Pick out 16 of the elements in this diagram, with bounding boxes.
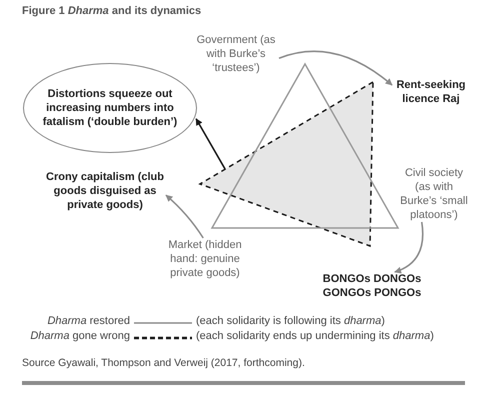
ellipse-callout: Distortions squeeze out increasing numbers into fatalism (‘double burden’)	[23, 63, 197, 153]
vertex-label: Market (hidden hand: genuine private goods)	[160, 238, 250, 280]
distortion-label: Rent-seeking licence Raj	[392, 78, 470, 106]
arrow	[195, 118, 226, 170]
arrow	[278, 50, 393, 86]
distortion-label: BONGOs DONGOs GONGOs PONGOs	[312, 272, 432, 300]
arrow	[165, 194, 204, 238]
distortion-label: Crony capitalism (club goods disguised as private goods)	[44, 170, 166, 212]
legend-text: Dharma restored	[47, 315, 130, 327]
legend-text: Dharma gone wrong	[30, 330, 130, 342]
legend-note: (each solidarity is following its dharma)	[196, 315, 385, 327]
source-note: Source Gyawali, Thompson and Verweij (2017, forthcoming).	[22, 357, 305, 369]
arrow	[394, 222, 424, 274]
vertex-label: Civil society (as with Burke’s ‘small platoons’)	[398, 166, 470, 222]
figure-title: Figure 1 Dharma and its dynamics	[22, 5, 202, 17]
legend-note: (each solidarity ends up undermining its dharma)	[196, 330, 434, 342]
